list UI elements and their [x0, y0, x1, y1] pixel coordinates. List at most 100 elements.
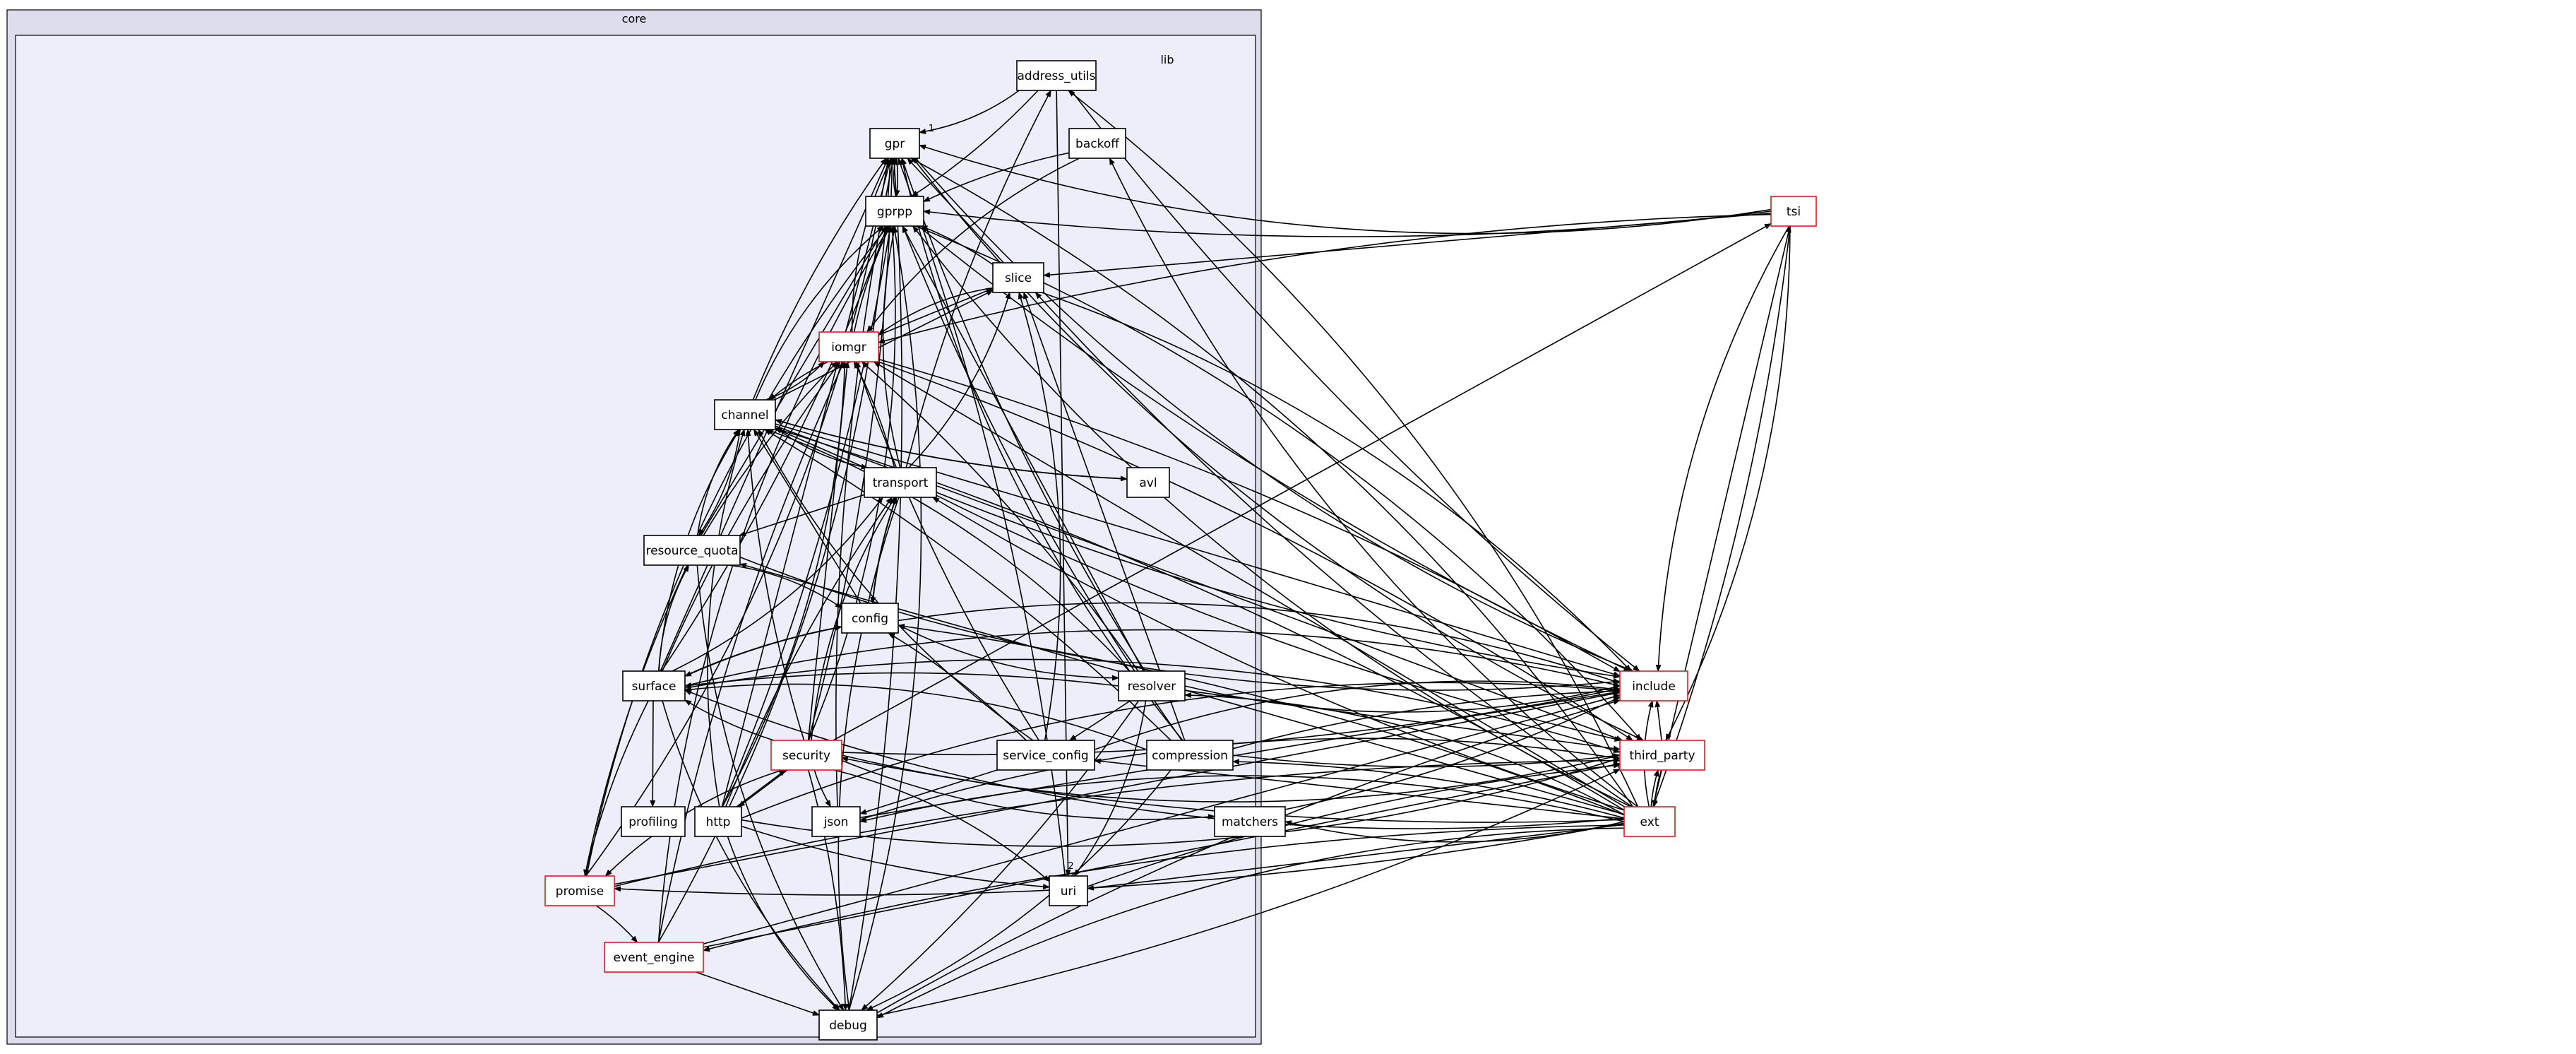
node-box[interactable] [1619, 670, 1688, 701]
edge-ext-to-debug [876, 827, 1625, 1019]
node-iomgr[interactable]: iomgr [818, 331, 879, 362]
node-address_utils[interactable]: address_utils [1016, 60, 1097, 91]
node-transport[interactable]: transport [864, 467, 937, 498]
edge-surface-to-profiling [650, 700, 656, 807]
node-box[interactable] [694, 806, 742, 837]
edge-debug-to-gpr [848, 158, 903, 1011]
node-resource_quota[interactable]: resource_quota [643, 535, 741, 566]
node-avl[interactable]: avl [1126, 467, 1170, 498]
node-http[interactable]: http [694, 806, 742, 837]
node-compression[interactable]: compression [1146, 740, 1234, 771]
edge-ext-to-json [859, 775, 1625, 823]
node-resolver[interactable]: resolver [1118, 670, 1186, 701]
node-box[interactable] [841, 603, 899, 634]
node-box[interactable] [1623, 806, 1676, 837]
edge-ext-to-compression [1232, 759, 1625, 819]
node-event_engine[interactable]: event_engine [604, 942, 704, 973]
edge-http-to-gprpp [722, 225, 893, 807]
node-surface[interactable]: surface [622, 670, 686, 701]
edge-iomgr-to-gpr [851, 158, 893, 333]
edge-backoff-to-iomgr [866, 158, 1080, 333]
node-box[interactable] [643, 535, 741, 566]
node-box[interactable] [604, 942, 704, 973]
node-box[interactable] [621, 806, 686, 837]
node-gprpp[interactable]: gprpp [865, 196, 924, 227]
node-box[interactable] [865, 196, 924, 227]
node-profiling[interactable]: profiling [621, 806, 686, 837]
node-box[interactable] [818, 331, 879, 362]
node-box[interactable] [811, 806, 861, 837]
edge-promise-to-event_engine [596, 905, 638, 943]
node-service_config[interactable]: service_config [996, 740, 1095, 771]
cluster-lib [15, 35, 1256, 1038]
node-debug[interactable]: debug [818, 1009, 878, 1041]
node-box[interactable] [996, 740, 1095, 771]
edge-ext-to-third_party [1650, 769, 1659, 807]
edge-resolver-to-channel [766, 429, 1130, 672]
edge-ext-to-slice [1034, 292, 1633, 807]
edge-json-to-third_party [859, 738, 1621, 821]
node-box[interactable] [1049, 875, 1088, 906]
node-channel[interactable]: channel [714, 399, 776, 430]
node-box[interactable] [1146, 740, 1234, 771]
edge-resource_quota-to-gprpp [700, 225, 887, 536]
edge-service_config-to-config [888, 632, 1027, 741]
node-label: backoff [1075, 137, 1120, 151]
node-box[interactable] [1214, 806, 1286, 837]
node-include[interactable]: include [1619, 670, 1688, 701]
node-label: gprpp [877, 205, 912, 219]
edge-transport-to-gprpp [882, 225, 901, 468]
edge-address_utils-to-include [1071, 90, 1640, 672]
node-box[interactable] [544, 875, 615, 906]
node-slice[interactable]: slice [992, 262, 1044, 293]
edge-surface-to-transport [672, 497, 883, 672]
node-box[interactable] [622, 670, 686, 701]
node-box[interactable] [1126, 467, 1170, 498]
edge-compression-to-include [1232, 688, 1621, 750]
node-third_party[interactable]: third_party [1619, 740, 1705, 771]
node-json[interactable]: json [811, 806, 861, 837]
node-label: slice [1005, 271, 1032, 285]
edge-label: 1 [929, 124, 934, 134]
node-box[interactable] [1770, 196, 1817, 227]
node-box[interactable] [818, 1009, 878, 1041]
node-box[interactable] [864, 467, 937, 498]
edge-http-to-third_party [741, 757, 1621, 847]
edge-http-to-iomgr [722, 361, 848, 807]
edge-label: 2 [1068, 861, 1073, 872]
node-tsi[interactable]: tsi [1770, 196, 1817, 227]
node-box[interactable] [992, 262, 1044, 293]
edge-transport-to-debug [837, 497, 900, 1011]
node-label: compression [1152, 749, 1228, 763]
node-matchers[interactable]: matchers [1214, 806, 1286, 837]
edge-compression-to-debug [866, 769, 1171, 1011]
node-box[interactable] [1619, 740, 1705, 771]
edge-promise-to-third_party [614, 757, 1621, 887]
edge-resolver-to-surface [684, 672, 1119, 688]
edge-service_config-to-slice [1018, 292, 1061, 741]
node-box[interactable] [714, 399, 776, 430]
node-box[interactable] [1118, 670, 1186, 701]
node-box[interactable] [1068, 128, 1126, 159]
node-ext[interactable]: ext [1623, 806, 1676, 837]
node-box[interactable] [770, 740, 842, 771]
node-box[interactable] [869, 128, 920, 159]
node-security[interactable]: security [770, 740, 842, 771]
node-gpr[interactable]: gpr [869, 128, 920, 159]
edge-channel-to-gpr [752, 158, 887, 401]
node-box[interactable] [1016, 60, 1097, 91]
edge-debug-to-third_party [876, 769, 1621, 1017]
edge-surface-to-promise [583, 700, 649, 877]
node-label: transport [873, 476, 929, 490]
node-promise[interactable]: promise [544, 875, 615, 906]
edge-channel-to-resource_quota [698, 429, 741, 536]
node-uri[interactable]: uri [1049, 875, 1088, 906]
edge-event_engine-to-third_party [703, 762, 1621, 948]
node-backoff[interactable]: backoff [1068, 128, 1126, 159]
node-label: resolver [1128, 680, 1176, 694]
edge-channel-to-transport [775, 427, 869, 470]
node-config[interactable]: config [841, 603, 899, 634]
edge-http-to-channel [707, 429, 746, 807]
